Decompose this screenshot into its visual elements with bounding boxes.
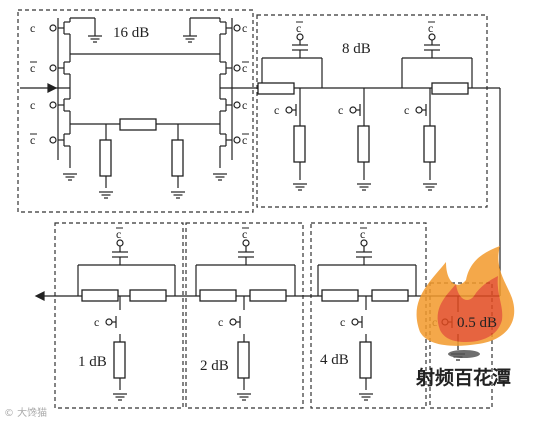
ctl-cbar: c (116, 227, 121, 241)
box-4db (310, 222, 427, 409)
ctl-cbar: c (242, 133, 247, 147)
label-1db: 1 dB (78, 354, 107, 370)
label-16db: 16 dB (113, 25, 149, 41)
ctl-cbar: c (242, 61, 247, 75)
label-8db: 8 dB (342, 41, 371, 57)
ctl-cbar: c (30, 61, 35, 75)
ctl-c: c (338, 103, 343, 117)
box-2db (185, 222, 304, 409)
watermark-corner: © 大馋猫 (4, 406, 47, 419)
box-05db (429, 282, 493, 409)
watermark-text: 射频百花潭 (415, 366, 511, 389)
ctl-c: c (274, 103, 279, 117)
box-8db (256, 14, 488, 208)
label-05db: 0.5 dB (457, 315, 497, 331)
stage-16db (20, 17, 258, 188)
ctl-cbar: c (30, 133, 35, 147)
ctl-c: c (242, 21, 247, 35)
ctl-c: c (94, 315, 99, 329)
ctl-cbar: c (428, 21, 433, 35)
ctl-c: c (340, 315, 345, 329)
watermark-flame (416, 246, 515, 358)
box-16db (17, 9, 254, 213)
ctl-cbar: c (296, 21, 301, 35)
box-1db (54, 222, 184, 409)
label-4db: 4 dB (320, 352, 349, 368)
ctl-c: c (242, 98, 247, 112)
ctl-c: c (218, 315, 223, 329)
ctl-cbar: c (242, 227, 247, 241)
ctl-c: c (404, 103, 409, 117)
label-2db: 2 dB (200, 358, 229, 374)
ctl-c: c (30, 98, 35, 112)
ctl-cbar: c (360, 227, 365, 241)
resistors (81, 82, 469, 379)
ctl-c: c (30, 21, 35, 35)
section-boxes (17, 9, 493, 409)
section-labels: 16 dB 8 dB 1 dB 2 dB 4 dB 0.5 dB (78, 25, 497, 374)
